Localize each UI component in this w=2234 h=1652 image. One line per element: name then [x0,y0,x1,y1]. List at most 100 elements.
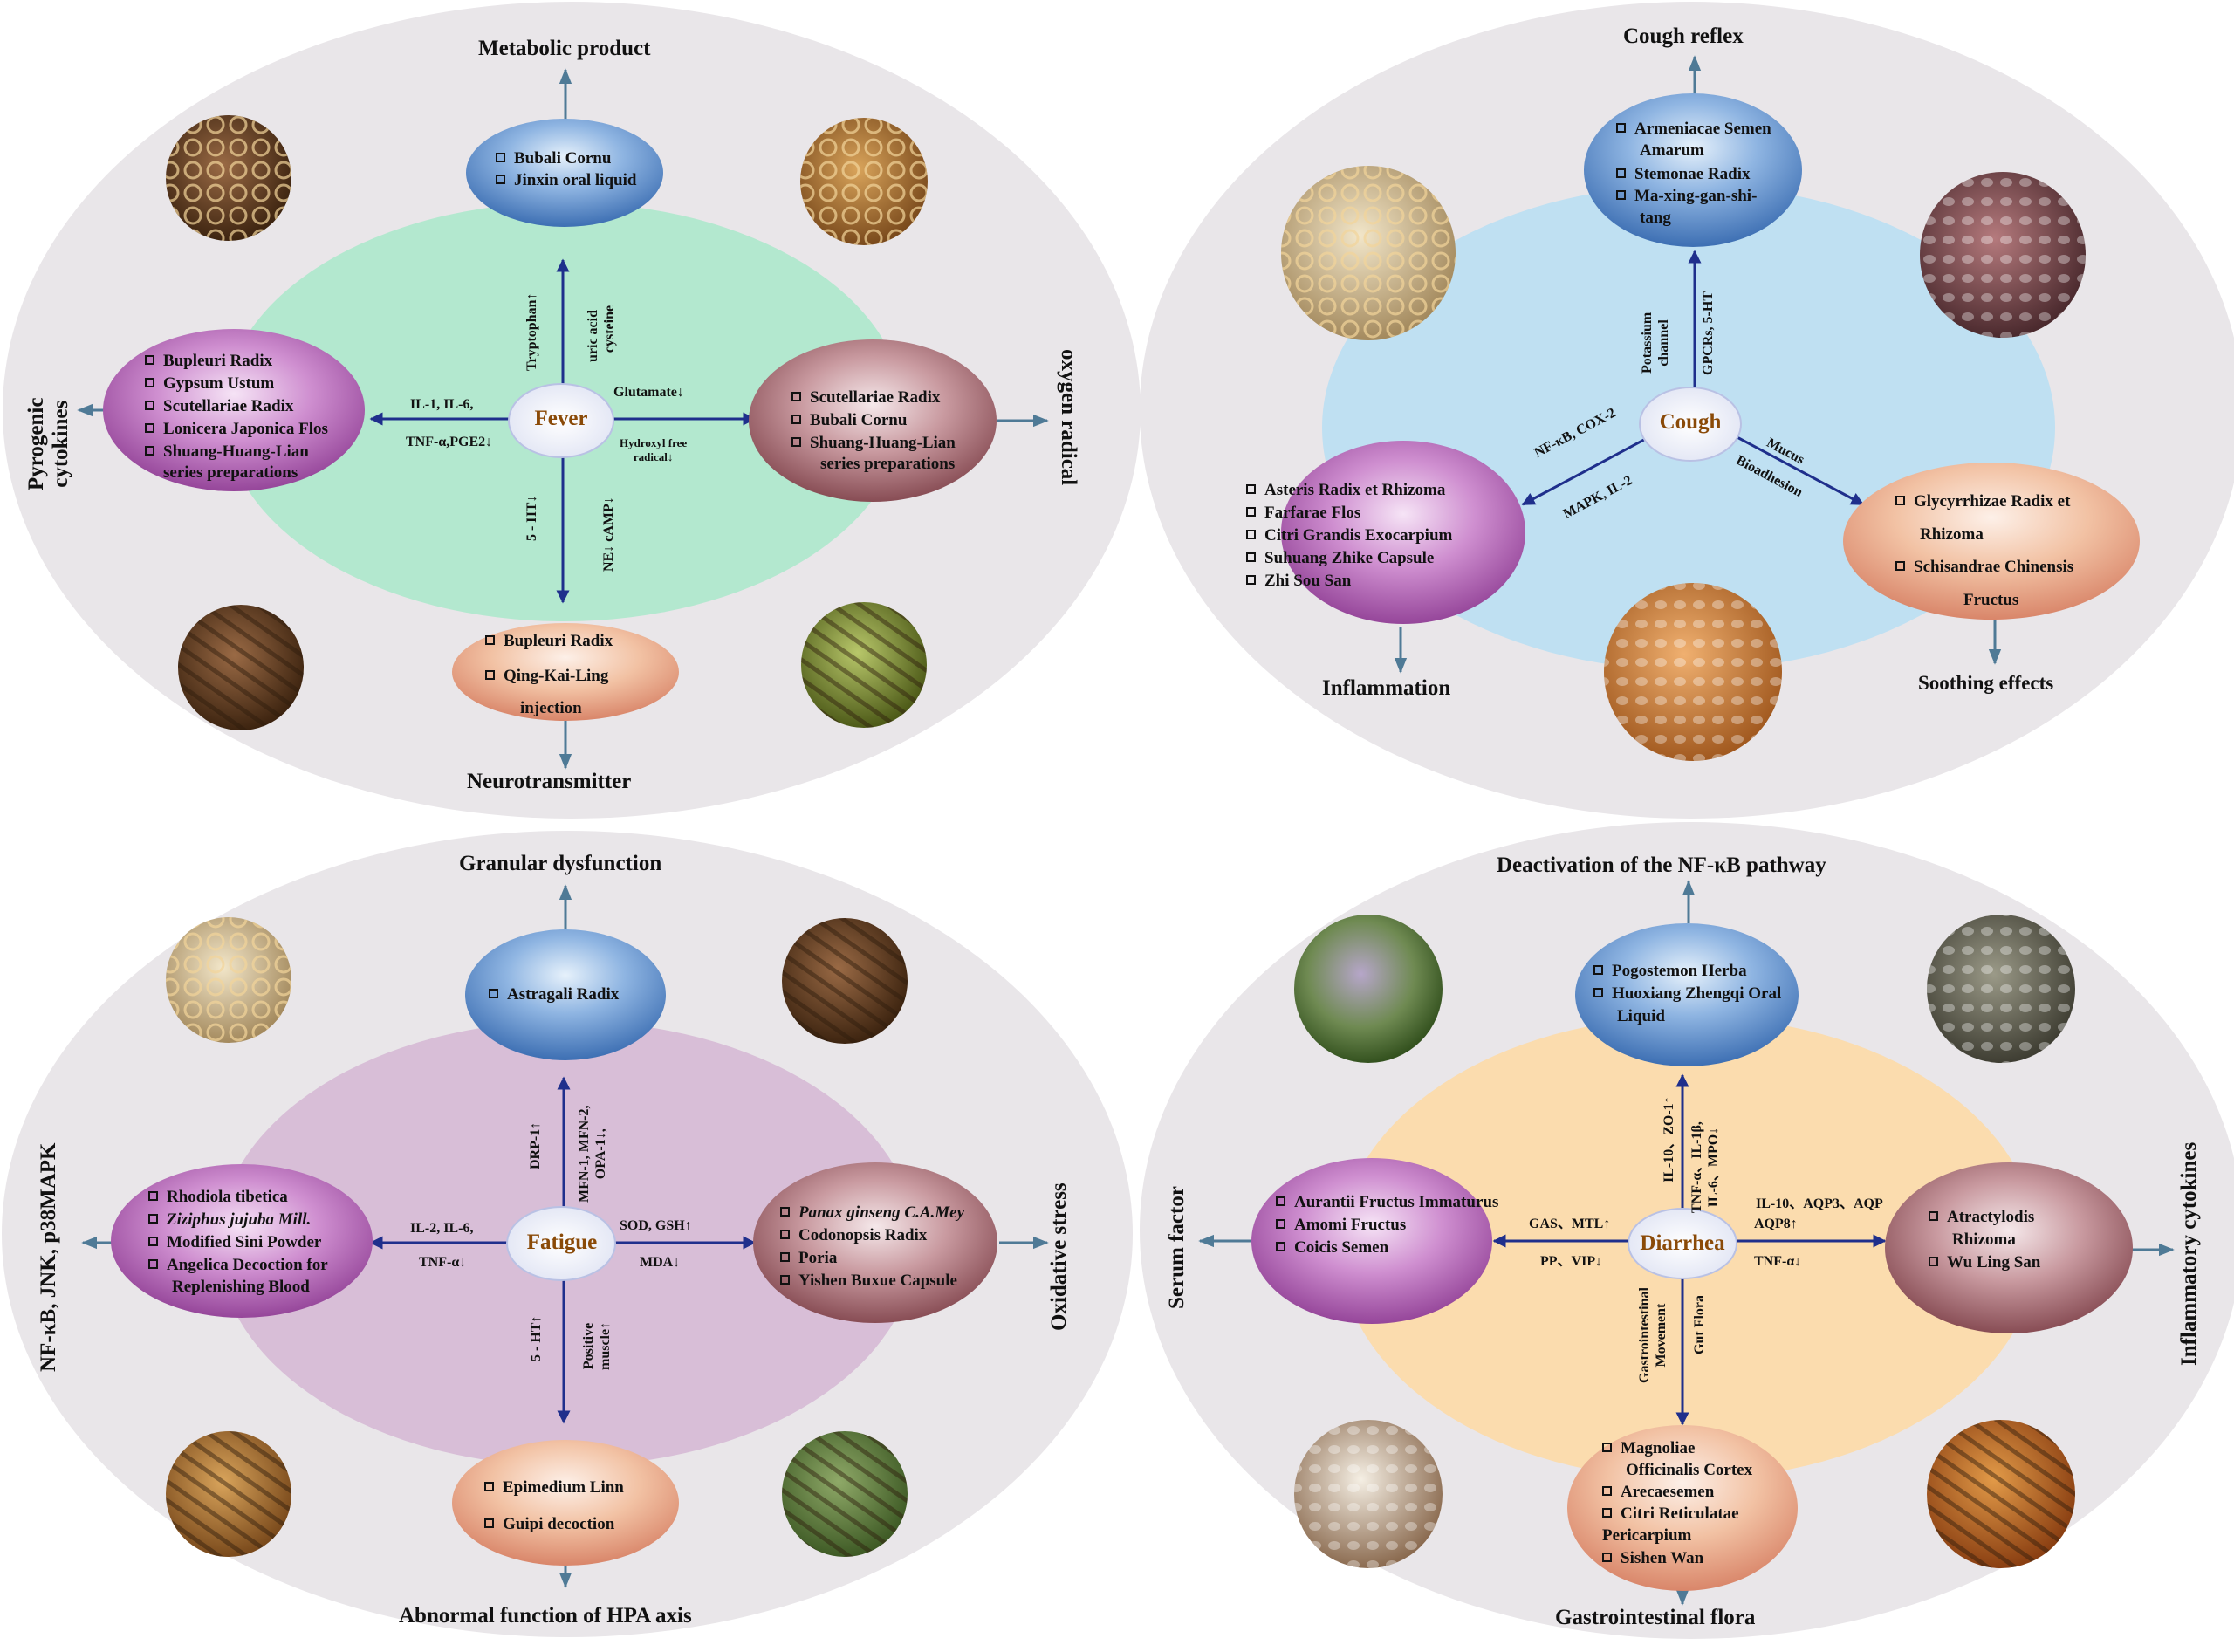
cough-left-item: Zhi Sou San [1246,572,1351,590]
fever-top-item: Jinxin oral liquid [496,172,636,189]
fatigue-left-item: Ziziphus jujuba Mill. [148,1211,311,1229]
herb-photo-texture [166,115,291,241]
diarrhea-top-item: Pogostemon Herba [1593,963,1747,980]
cough-right-item: Schisandrae Chinensis [1895,559,2073,576]
fever-right-item: Scutellariae Radix [791,389,940,407]
fever-node-top [466,119,663,227]
diarrhea-top-item: Liquid [1617,1007,1665,1025]
cough-center-label: Cough [1659,410,1722,434]
fever-annotation-right-a: Glutamate↓ [613,385,684,400]
fever-top-item: Bubali Cornu [496,150,611,168]
fever-left-item: Bupleuri Radix [145,353,272,370]
diarrhea-annotation-up-left: IL-10、ZO-1↑ [1662,1096,1676,1182]
herb-photo-texture [782,918,908,1044]
fatigue-left-item: Replenishing Blood [172,1278,310,1296]
cough-outcome-right: Soothing effects [1918,672,2054,694]
cough-outcome-top: Cough reflex [1623,24,1744,48]
diarrhea-bottom-item: Citri Reticulatae [1602,1505,1739,1523]
diarrhea-annotation-left-a: GAS、MTL↑ [1529,1217,1611,1231]
fever-left-item: Shuang-Huang-Lian [145,443,309,461]
cough-left-item: Farfarae Flos [1246,504,1360,522]
herb-photo-texture [178,605,304,730]
fever-node-left [103,329,365,491]
fever-bottom-item: injection [520,699,582,717]
diarrhea-bottom-item: Magnoliae [1602,1440,1696,1457]
fever-node-right [749,339,997,502]
diarrhea-right-item: Rhizoma [1952,1230,2016,1249]
fever-left-item: Lonicera Japonica Flos [145,421,328,438]
diarrhea-bottom-item: Pericarpium [1602,1526,1692,1545]
fatigue-annotation-up-left: DRP-1↑ [528,1121,543,1169]
cough-panel [1140,2,2234,819]
cough-right-item: Rhizoma [1920,525,1984,544]
cough-node-top [1584,93,1802,247]
cough-arrow-right [1731,433,1865,506]
diarrhea-annotation-down-left: Gastrointestinal Movement [1637,1287,1669,1383]
fatigue-right-item: Poria [780,1250,837,1267]
herb-photo-texture [1281,166,1456,340]
diarrhea-center-label: Diarrhea [1640,1231,1725,1255]
fever-annotation-up-left: Tryptophan↑ [524,292,539,371]
fatigue-outcome-bottom: Abnormal function of HPA axis [399,1604,692,1628]
fatigue-annotation-left-a: IL-2, IL-6, [410,1221,474,1236]
cough-left-item: Asteris Radix et Rhizoma [1246,482,1445,499]
diarrhea-node-right [1885,1162,2133,1333]
fever-panel [3,2,1141,819]
cough-left-item: Suhuang Zhike Capsule [1246,550,1434,567]
diarrhea-outcome-bottom: Gastrointestinal flora [1555,1606,1756,1629]
cough-top-item: Amarum [1640,141,1704,160]
diarrhea-annotation-right-b: AQP8↑ [1754,1217,1798,1231]
fever-left-item: Scutellariae Radix [145,398,293,415]
cough-top-item: Stemonae Radix [1616,166,1750,183]
cough-right-item: Glycyrrhizae Radix et [1895,493,2070,511]
cough-node-left [1281,441,1525,624]
herb-photo-texture [1294,1420,1443,1568]
herb-photo-texture [1920,172,2086,338]
cough-left-item: Citri Grandis Exocarpium [1246,527,1452,545]
diarrhea-panel [1140,822,2234,1639]
fever-outcome-top: Metabolic product [478,37,651,60]
diarrhea-outcome-left: Serum factor [1165,1186,1189,1309]
diarrhea-node-bottom [1567,1425,1798,1591]
fever-annotation-left-a: IL-1, IL-6, [410,397,474,412]
fatigue-panel [2,831,1133,1637]
fatigue-bottom-item: Guipi decoction [484,1516,614,1533]
cough-annotation-up-left: Potassium channel [1640,312,1671,374]
diarrhea-left-item: Coicis Semen [1276,1239,1388,1257]
diarrhea-outcome-right: Inflammatory cytokines [2177,1141,2201,1366]
fatigue-center-node [506,1206,616,1281]
fever-annotation-down-right: NE↓ cAMP↓ [601,497,616,572]
fever-annotation-right-b: Hydroxyl free radical↓ [620,436,688,463]
diarrhea-bottom-item: Sishen Wan [1602,1550,1703,1567]
diarrhea-right-item: Atractylodis [1929,1209,2034,1226]
fever-outcome-bottom: Neurotransmitter [467,770,632,793]
herb-photo-texture [1927,1420,2075,1568]
cough-top-item: Armeniacae Semen [1616,120,1771,138]
fatigue-node-bottom [452,1440,679,1566]
herb-photo-texture [801,602,927,728]
fatigue-right-item: Panax ginseng C.A.Mey [780,1204,964,1222]
diarrhea-node-left [1251,1158,1492,1324]
fatigue-right-item: Yishen Buxue Capsule [780,1272,957,1290]
herb-photo-texture [166,917,291,1043]
cough-annotation-up-right: GPCRs, 5-HT [1701,291,1716,375]
fatigue-annotation-left-b: TNF-α↓ [419,1255,467,1270]
cough-node-right [1843,463,2140,620]
fatigue-node-right [753,1162,997,1323]
fatigue-node-top [465,929,666,1060]
fatigue-annotation-up-right: MFN-1, MFN-2, OPA-1↓, [577,1105,608,1203]
fever-right-item: series preparations [820,455,956,473]
fever-outcome-left: Pyrogenic cytokines [24,397,72,490]
cough-right-item: Fructus [1963,591,2019,609]
fever-center-label: Fever [534,407,588,430]
diarrhea-left-item: Aurantii Fructus Immaturus [1276,1194,1498,1211]
cough-top-item: tang [1640,209,1671,227]
diarrhea-annotation-up-right: TNF-α、IL-1β, IL-6、MPO↓ [1689,1121,1721,1213]
fever-left-item: series preparations [163,463,298,482]
fatigue-top-item: Astragali Radix [489,986,619,1004]
cough-arrow-left [1521,433,1655,506]
fatigue-node-left [111,1164,373,1318]
herb-photo-texture [1604,583,1782,761]
fatigue-center-label: Fatigue [526,1230,598,1254]
